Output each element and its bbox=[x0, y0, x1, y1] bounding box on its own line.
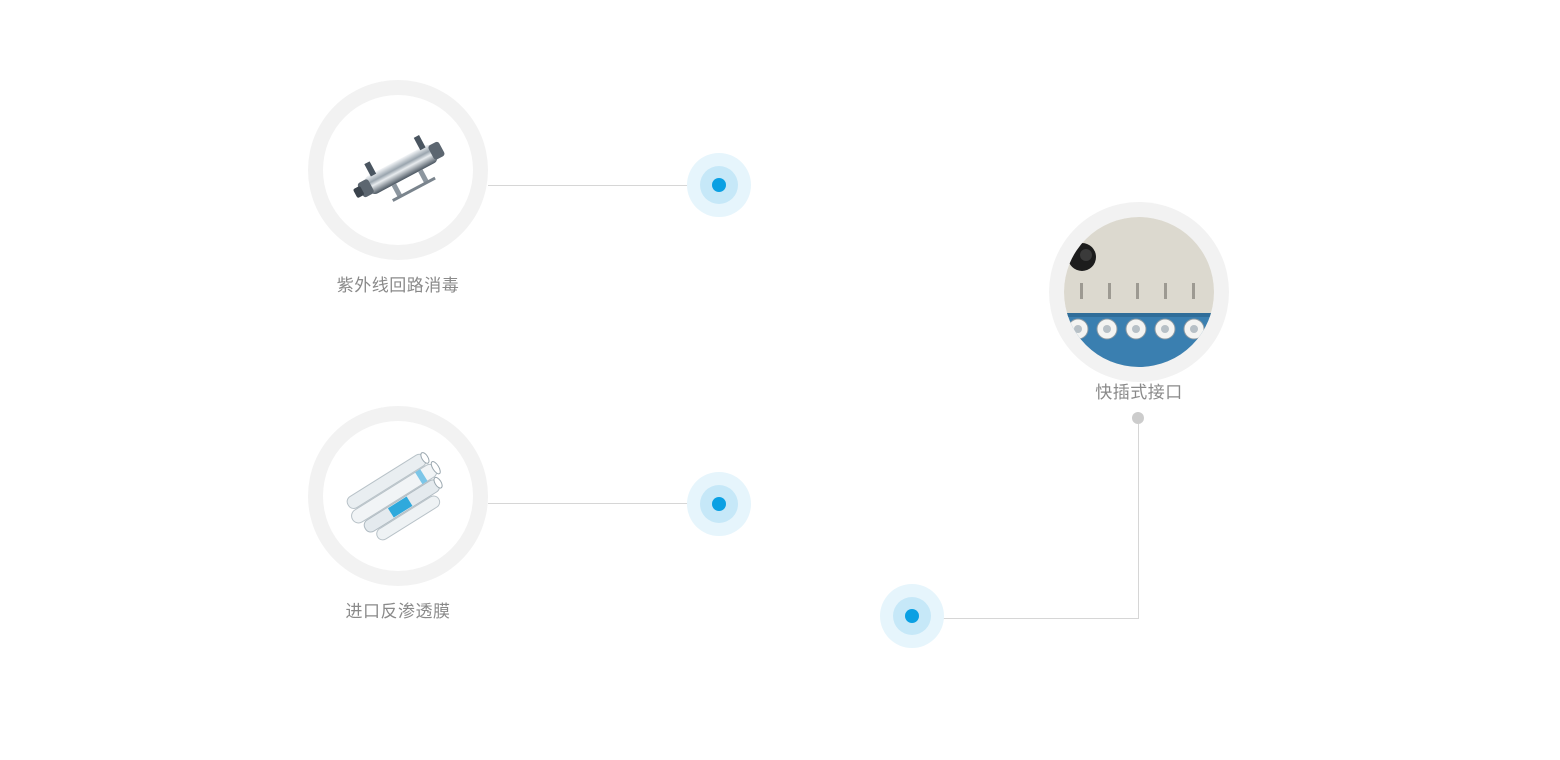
quick-connect-feature-circle bbox=[1049, 202, 1229, 382]
uv-feature-label: 紫外线回路消毒 bbox=[336, 276, 460, 296]
ro-hotspot[interactable] bbox=[687, 472, 751, 536]
uv-hotspot[interactable] bbox=[687, 153, 751, 217]
quick-connect-feature-label: 快插式接口 bbox=[1095, 383, 1183, 403]
quick-connect-anchor-dot bbox=[1132, 412, 1144, 424]
ro-feature-label: 进口反渗透膜 bbox=[345, 602, 451, 622]
ro-connector-line bbox=[488, 503, 720, 504]
uv-sterilizer-pipe-icon bbox=[353, 135, 445, 202]
quick-connect-hotspot[interactable] bbox=[880, 584, 944, 648]
uv-hotspot-dot bbox=[712, 178, 726, 192]
quick-connect-hotspot-dot bbox=[905, 609, 919, 623]
uv-feature-image bbox=[323, 95, 473, 245]
ro-hotspot-dot bbox=[712, 497, 726, 511]
quick-connect-horizontal-line bbox=[912, 618, 1139, 619]
ro-membrane-rolls-icon bbox=[346, 452, 443, 541]
quick-connect-vertical-line bbox=[1138, 424, 1139, 618]
uv-connector-line bbox=[488, 185, 720, 186]
quick-connect-panel-icon bbox=[1064, 217, 1214, 367]
ro-feature-image bbox=[323, 421, 473, 571]
quick-connect-feature-image bbox=[1064, 217, 1214, 367]
ro-feature-circle bbox=[308, 406, 488, 586]
uv-feature-circle bbox=[308, 80, 488, 260]
